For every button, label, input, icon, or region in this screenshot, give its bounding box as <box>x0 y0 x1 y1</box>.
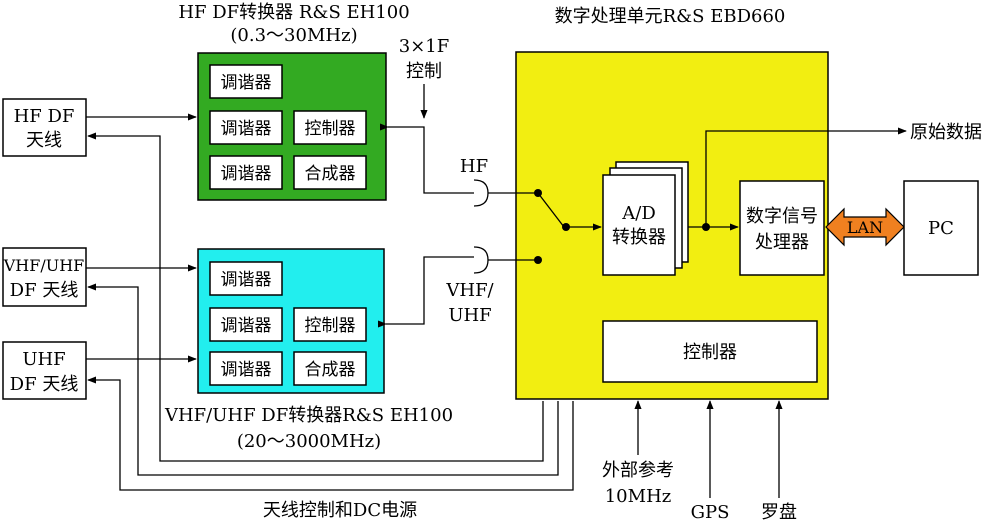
vhf-controller: 控制器 <box>293 307 367 342</box>
vhf-converter-range: (20～3000MHz) <box>237 431 381 452</box>
hf-tuner-2-label: 调谐器 <box>221 119 272 139</box>
vhf-tuner-1-label: 调谐器 <box>221 270 272 290</box>
hf-tuner-2: 调谐器 <box>209 110 283 145</box>
dsp-label-line1: 数字信号 <box>746 206 818 227</box>
gps-label: GPS <box>691 502 730 523</box>
switch-blade <box>537 192 565 228</box>
dsp-processor: 数字信号 处理器 <box>739 180 825 276</box>
vhf-tuner-3-label: 调谐器 <box>221 360 272 380</box>
vhf-tuner-2-label: 调谐器 <box>221 316 272 336</box>
vhf-tuner-1: 调谐器 <box>209 261 283 296</box>
vhf-converter-to-port <box>377 256 474 328</box>
antenna-control-dc-label: 天线控制和DC电源 <box>263 500 417 521</box>
control-note-line1: 3×1F <box>399 36 449 57</box>
vhf-port-label-line1: VHF/ <box>445 280 494 301</box>
hf-converter-to-port <box>379 123 474 194</box>
hf-port-connector <box>473 179 489 207</box>
hf-tuner-3: 调谐器 <box>209 155 283 190</box>
hf-antenna-control-line <box>87 132 544 462</box>
raw-data-line <box>705 127 907 227</box>
adc-label-line1: A/D <box>621 203 656 224</box>
unit-controller-label: 控制器 <box>683 342 737 363</box>
hf-antenna-line1: HF DF <box>14 106 75 127</box>
hf-tuner-1-label: 调谐器 <box>221 73 272 93</box>
vhf-converter-title: VHF/UHF DF转换器R&S EH100 <box>164 405 453 426</box>
lan-link: LAN <box>825 207 905 247</box>
dsp-label-line2: 处理器 <box>755 232 809 253</box>
hf-antenna: HF DF 天线 <box>2 98 87 157</box>
vhf-antenna-line1: VHF/UHF <box>3 256 85 275</box>
hf-synthesizer-label: 合成器 <box>305 164 356 184</box>
ext-ref-label-line1: 外部参考 <box>602 460 674 481</box>
compass-label: 罗盘 <box>761 502 797 523</box>
unit-controller: 控制器 <box>602 320 818 383</box>
vhf-tuner-3: 调谐器 <box>209 351 283 386</box>
uhf-antenna-line1: UHF <box>22 349 65 370</box>
hf-tuner-1: 调谐器 <box>209 64 283 99</box>
vhf-tuner-2: 调谐器 <box>209 307 283 342</box>
raw-data-label: 原始数据 <box>910 122 982 143</box>
hf-controller-label: 控制器 <box>305 119 356 139</box>
vhf-port-connector <box>473 246 489 274</box>
uhf-antenna: UHF DF 天线 <box>2 341 87 400</box>
uhf-antenna-control-line <box>87 376 574 491</box>
vhf-antenna-control-line <box>87 283 559 476</box>
dsp-unit-title: 数字处理单元R&S EBD660 <box>555 6 786 27</box>
hf-converter-range: (0.3～30MHz) <box>230 25 357 46</box>
ext-ref-label-line2: 10MHz <box>605 486 672 507</box>
vhf-controller-label: 控制器 <box>305 316 356 336</box>
vhf-synthesizer-label: 合成器 <box>305 360 356 380</box>
pc-label: PC <box>928 218 954 239</box>
adc-label-line2: 转换器 <box>612 227 666 248</box>
control-note-line2: 控制 <box>406 61 442 82</box>
vhf-port-label-line2: UHF <box>448 305 491 326</box>
hf-controller: 控制器 <box>293 110 367 145</box>
hf-synthesizer: 合成器 <box>293 155 367 190</box>
vhf-uhf-antenna: VHF/UHF DF 天线 <box>2 247 87 307</box>
hf-tuner-3-label: 调谐器 <box>221 164 272 184</box>
vhf-antenna-line2: DF 天线 <box>10 280 79 301</box>
uhf-antenna-line2: DF 天线 <box>10 374 79 395</box>
vhf-switch-contact <box>534 256 542 264</box>
vhf-synthesizer: 合成器 <box>293 351 367 386</box>
hf-converter-title: HF DF转换器 R&S EH100 <box>178 2 409 23</box>
pc-box: PC <box>903 180 979 276</box>
hf-port-label: HF <box>460 156 488 177</box>
adc-block: A/D 转换器 <box>602 161 689 276</box>
hf-antenna-line2: 天线 <box>26 130 62 151</box>
lan-label: LAN <box>847 218 883 237</box>
